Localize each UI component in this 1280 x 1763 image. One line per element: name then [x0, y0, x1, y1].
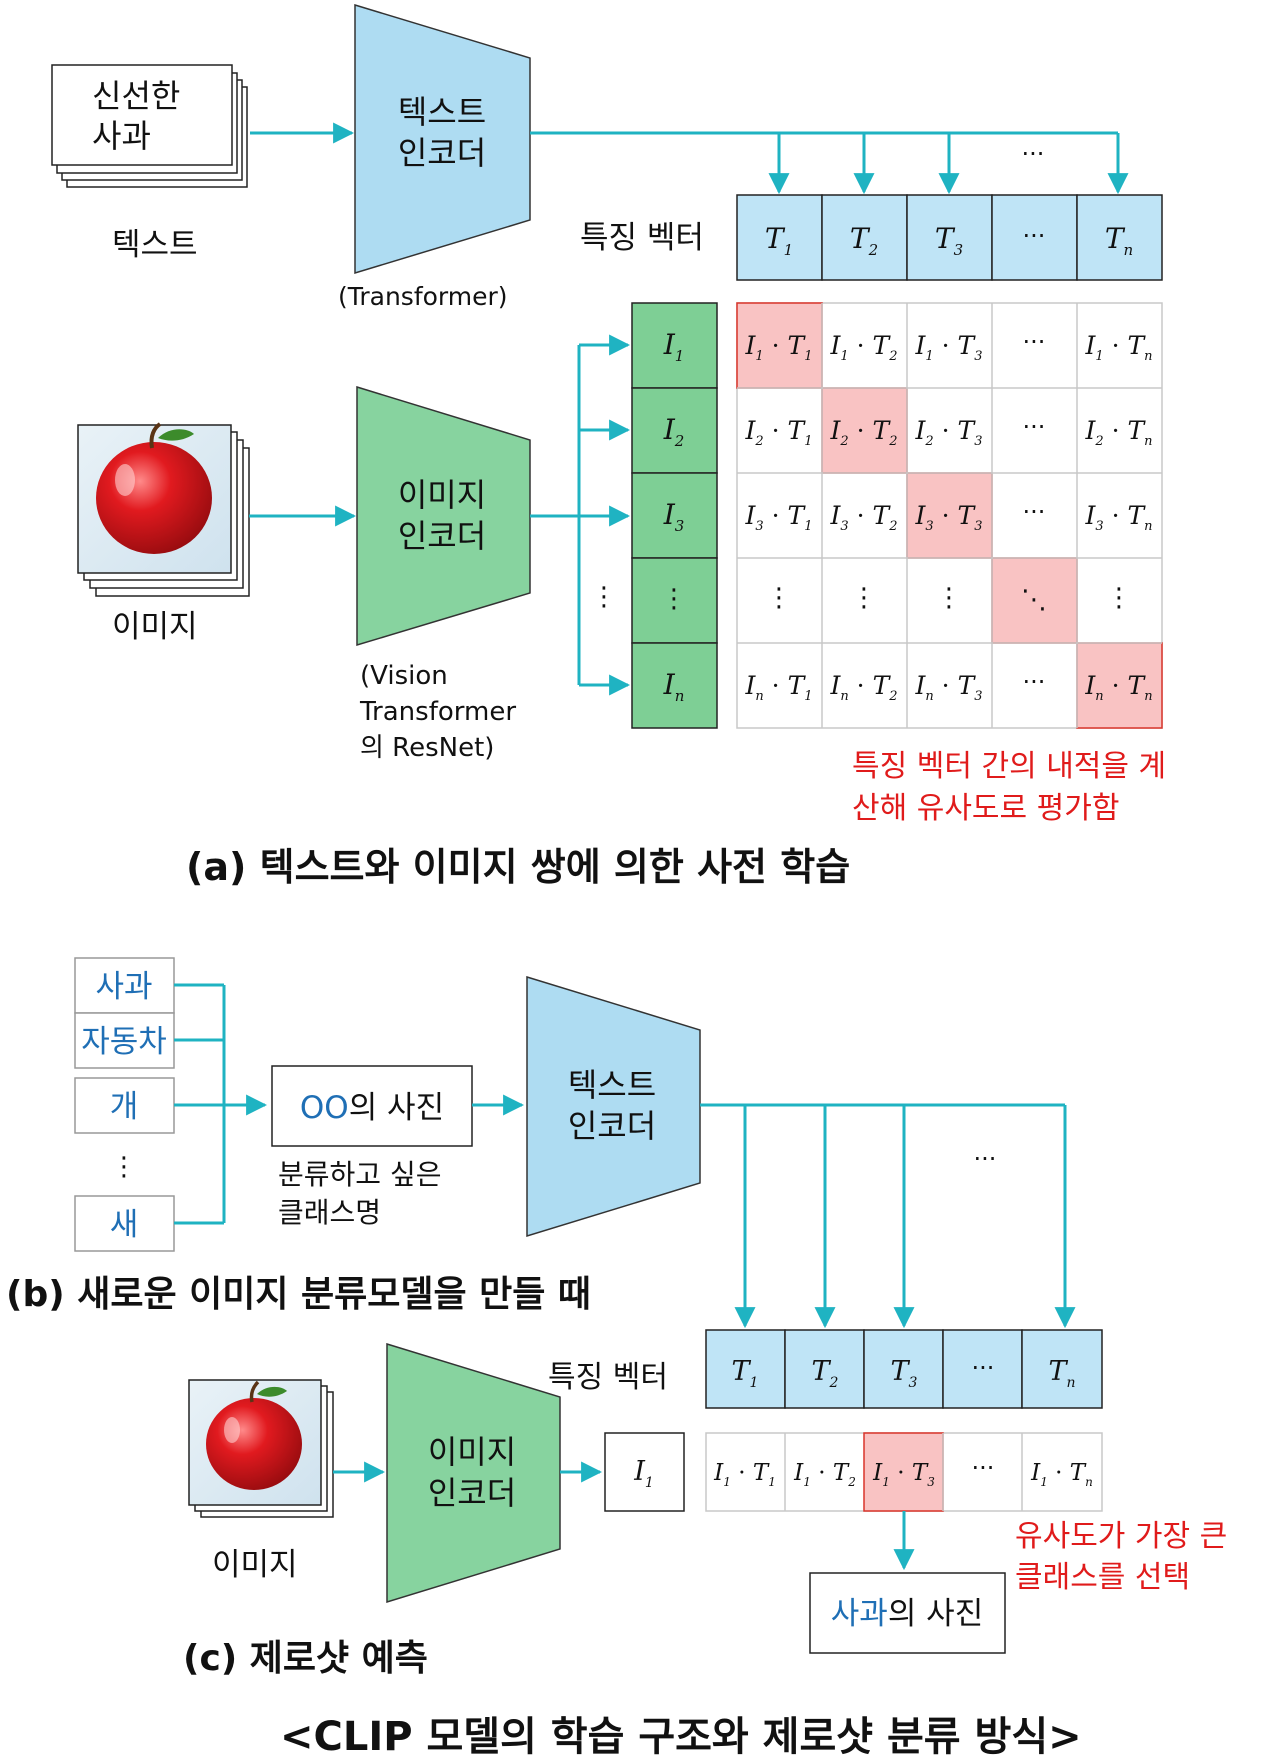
caption-a: (a) 텍스트와 이미지 쌍에 의한 사전 학습 — [186, 845, 850, 889]
svg-text:···: ··· — [1023, 668, 1046, 696]
class-list: 사과 자동차 개 ⋮ 새 — [74, 957, 175, 1252]
image-encoder-a — [356, 385, 531, 647]
svg-text:···: ··· — [1023, 328, 1046, 356]
svg-text:I2 · T2: I2 · T2 — [830, 416, 898, 449]
text-feature-row-a: T1 T2 T3 ··· Tn — [736, 194, 1163, 281]
image-feature-column-a: I1 I2 I3 ⋮ In — [631, 302, 718, 729]
text-feature-row-c: T1 T2 T3 ··· Tn — [705, 1329, 1103, 1409]
result-label: 사과의 사진 — [831, 1596, 983, 1632]
feature-vector-label-c: 특징 벡터 — [548, 1360, 668, 1395]
svg-text:In · T1: In · T1 — [744, 671, 812, 704]
svg-text:In · T2: In · T2 — [829, 671, 897, 704]
class-dog: 개 — [110, 1089, 139, 1125]
image-encoder-note-2: Transformer — [359, 697, 516, 727]
text-encoder-note: (Transformer) — [338, 282, 508, 311]
class-apple: 사과 — [95, 969, 152, 1005]
image-encoder-a-label-2: 인코더 — [398, 517, 486, 555]
image-encoder-note-3: 의 ResNet) — [360, 733, 494, 763]
svg-text:⋮: ⋮ — [766, 583, 792, 613]
svg-text:I2 · T1: I2 · T1 — [745, 416, 813, 449]
svg-text:I1 · T3: I1 · T3 — [915, 331, 983, 364]
arrow-vdots: ⋮ — [591, 582, 617, 612]
svg-text:T2: T2 — [850, 222, 878, 259]
svg-text:I2 · Tn: I2 · Tn — [1084, 416, 1152, 449]
image-label-c: 이미지 — [212, 1547, 298, 1583]
similarity-matrix: I1 · T1 I1 · T2 I1 · T3 I1 · Tn I2 · T1 … — [736, 302, 1163, 729]
svg-text:···: ··· — [1023, 498, 1046, 526]
text-encoder-b-label-2: 인코더 — [568, 1107, 656, 1145]
class-bird: 새 — [110, 1207, 139, 1243]
result-box — [809, 1572, 1006, 1654]
image-label-a: 이미지 — [112, 609, 198, 645]
text-card-line2: 사과 — [92, 117, 151, 155]
text-encoder-b — [526, 975, 701, 1238]
figure-title: <CLIP 모델의 학습 구조와 제로샷 분류 방식> — [280, 1714, 1082, 1760]
svg-text:I1 · T2: I1 · T2 — [830, 331, 898, 364]
image-encoder-note-1: (Vision — [360, 661, 448, 691]
svg-text:···: ··· — [1023, 413, 1046, 441]
image-feature-arrows — [530, 334, 631, 696]
image-stack-a — [77, 422, 250, 597]
image-encoder-c — [386, 1342, 561, 1604]
text-encoder-b-label-1: 텍스트 — [568, 1066, 656, 1104]
text-encoder-label-2: 인코더 — [398, 134, 486, 172]
prompt-template-box — [271, 1065, 473, 1147]
svg-text:I3 · T3: I3 · T3 — [915, 501, 983, 534]
class-vdots: ⋮ — [111, 1152, 137, 1182]
text-label: 텍스트 — [112, 227, 198, 263]
class-connectors — [174, 983, 268, 1225]
image-encoder-c-label-1: 이미지 — [428, 1433, 516, 1471]
text-feature-arrows-b — [700, 1103, 1076, 1329]
svg-text:I3 · Tn: I3 · Tn — [1084, 501, 1152, 534]
svg-text:I3 · T2: I3 · T2 — [830, 501, 898, 534]
class-car: 자동차 — [81, 1024, 167, 1060]
svg-text:⋱: ⋱ — [1021, 585, 1047, 615]
svg-text:I3 · T1: I3 · T1 — [745, 501, 813, 534]
template-note-2: 클래스명 — [278, 1196, 381, 1229]
svg-text:···: ··· — [972, 1354, 995, 1382]
svg-text:I1 · Tn: I1 · Tn — [1084, 331, 1152, 364]
apple-icon — [206, 1380, 302, 1490]
svg-text:In · Tn: In · Tn — [1084, 671, 1152, 704]
template-note-1: 분류하고 싶은 — [278, 1158, 441, 1191]
image-encoder-c-label-2: 인코더 — [428, 1474, 516, 1512]
text-card-line1: 신선한 — [92, 77, 180, 115]
svg-text:⋮: ⋮ — [851, 583, 877, 613]
svg-text:⋮: ⋮ — [1106, 583, 1132, 613]
image-encoder-a-label-1: 이미지 — [398, 476, 486, 514]
svg-text:I1 · T2: I1 · T2 — [793, 1460, 856, 1489]
image-stack-c — [188, 1379, 334, 1518]
annotation-a-line1: 특징 벡터 간의 내적을 계 — [852, 749, 1166, 784]
caption-c: (c) 제로샷 예측 — [183, 1638, 428, 1679]
prompt-template: OO의 사진 — [300, 1090, 444, 1126]
text-encoder-label-1: 텍스트 — [398, 93, 486, 131]
svg-text:···: ··· — [1023, 222, 1046, 250]
text-arrow-ellipsis-b: ··· — [974, 1145, 997, 1173]
image-feature-c — [604, 1432, 685, 1512]
text-arrow-ellipsis: ··· — [1022, 140, 1045, 168]
svg-text:⋮: ⋮ — [936, 583, 962, 613]
feature-vector-label-a: 특징 벡터 — [580, 220, 704, 256]
annotation-a-line2: 산해 유사도로 평가함 — [852, 791, 1119, 826]
svg-text:I1 · T1: I1 · T1 — [713, 1460, 776, 1489]
svg-text:I1 · Tn: I1 · Tn — [1030, 1460, 1093, 1489]
svg-text:I2 · T3: I2 · T3 — [915, 416, 983, 449]
svg-text:⋮: ⋮ — [661, 584, 687, 614]
svg-text:I1 · T1: I1 · T1 — [745, 331, 813, 364]
caption-b: (b) 새로운 이미지 분류모델을 만들 때 — [6, 1274, 591, 1315]
apple-icon — [96, 422, 212, 554]
svg-text:In · T3: In · T3 — [914, 671, 982, 704]
text-encoder — [354, 3, 531, 275]
similarity-row-c: I1 · T1 I1 · T2 I1 · T3 I1 · Tn ··· — [705, 1432, 1103, 1512]
svg-text:I1 · T3: I1 · T3 — [872, 1460, 935, 1489]
svg-text:···: ··· — [972, 1454, 995, 1482]
annotation-c-line2: 클래스를 선택 — [1015, 1560, 1190, 1595]
text-card-stack: 신선한 사과 — [51, 64, 248, 188]
text-feature-arrows — [530, 131, 1129, 195]
annotation-c-line1: 유사도가 가장 큰 — [1015, 1519, 1227, 1554]
